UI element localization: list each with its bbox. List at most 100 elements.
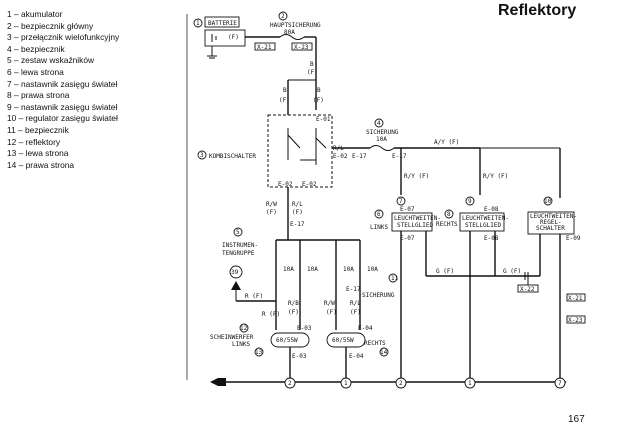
svg-text:(F): (F) [313,97,324,104]
svg-text:E-09: E-09 [566,235,581,242]
kombischalter-label: KOMBISCHALTER [209,153,256,160]
svg-text:E-08: E-08 [484,235,499,242]
svg-text:R/B: R/B [288,300,299,307]
rechts-label: RECHTS [436,221,458,228]
legend-item: 7 – nastawnik zasięgu świateł [7,78,118,89]
svg-text:E-17: E-17 [290,221,305,228]
svg-text:R/L: R/L [292,201,303,208]
callout-7: 7 [399,198,403,205]
callout-1: 1 [196,20,200,27]
battery-body [204,29,246,47]
svg-text:LEUCHTWEITEN-: LEUCHTWEITEN- [530,213,577,220]
ground-bus-group: 2 1 2 1 7 [186,14,566,389]
callout-12: 12 [240,325,248,332]
lower-fuses-group: 10A 10A 10A 10A E-17 11 SICHERUNG R/B R/… [210,239,399,382]
svg-text:(F): (F) [288,309,299,316]
svg-text:E-07: E-07 [400,206,415,213]
svg-text:LEUCHTWEITEN-: LEUCHTWEITEN- [462,215,509,222]
legend-item: 11 – bezpiecznik [7,124,69,135]
svg-text:LEUCHTWEITEN-: LEUCHTWEITEN- [394,215,441,222]
svg-text:(F): (F) [266,209,277,216]
main-fuse-group: 2 HAUPTSICHERUNG 80A X-21 X-23 B (F) B (… [254,11,324,115]
ground-node: 1 [344,380,348,387]
legend-item: 1 – akumulator [7,9,63,19]
svg-text:R/Y (F): R/Y (F) [404,173,429,180]
svg-text:E-02: E-02 [302,181,317,188]
svg-text:39: 39 [231,269,239,276]
svg-text:E-17: E-17 [392,153,407,160]
svg-text:E-02: E-02 [333,153,348,160]
legend-item: 14 – prawa strona [7,159,75,170]
hauptsicherung-label: HAUPTSICHERUNG [270,22,321,29]
batterie-label: BATTERIE [208,20,237,27]
fuse-4-group: 4 SICHERUNG 10A A/Y (F) E-17 R/Y (F) R/Y… [332,118,561,198]
svg-text:X-21: X-21 [257,44,272,51]
svg-text:E-17: E-17 [346,286,361,293]
callout-14: 14 [380,349,388,356]
callout-4: 4 [377,120,381,127]
svg-text:10A: 10A [367,266,378,273]
actuator-rechts-group: 9 LEUCHTWEITEN- STELLGLIED E-08 8 RECHTS… [436,196,509,382]
svg-text:STELLGLIED: STELLGLIED [465,222,502,229]
svg-text:B: B [310,61,314,68]
ground-node: 2 [399,380,403,387]
svg-text:10A: 10A [283,266,294,273]
svg-text:10A: 10A [307,266,318,273]
svg-text:G (F): G (F) [503,268,521,275]
legend-item: 13 – lewa strona [7,148,69,159]
svg-text:(F): (F) [350,309,361,316]
legend-list: 1 – akumulator 2 – bezpiecznik główny 3 … [7,9,119,171]
svg-text:E-07: E-07 [400,235,415,242]
page-title: Reflektory [498,2,577,19]
svg-text:B: B [283,87,287,94]
scheinwerfer-label: SCHEINWERFER [210,334,254,341]
callout-9: 9 [468,198,472,205]
svg-text:R (F): R (F) [262,311,280,318]
svg-text:(F): (F) [228,34,239,41]
kombischalter-group: E-01 E-02 E-02 3 KOMBISCHALTER R/W (F) R… [197,114,367,240]
callout-5: 5 [236,229,240,236]
callout-10: 10 [544,198,552,205]
svg-text:60/55W: 60/55W [332,337,354,344]
leveling-switch-group: 10 LEUCHTWEITEN- REGEL- SCHALTER E-09 G … [426,196,586,382]
svg-text:X-23: X-23 [568,317,583,324]
svg-text:(F): (F) [292,209,303,216]
svg-text:LINKS: LINKS [232,341,250,348]
ground-node: 7 [558,380,562,387]
callout-13: 13 [255,349,263,356]
svg-text:X-23: X-23 [294,44,309,51]
legend-item: 12 – reflektory [7,136,61,147]
callout-2: 2 [281,13,285,20]
svg-text:E-04: E-04 [349,353,364,360]
legend-item: 6 – lewa strona [7,66,64,77]
svg-text:E-17: E-17 [352,153,367,160]
svg-text:SCHALTER: SCHALTER [536,225,565,232]
svg-text:STELLGLIED: STELLGLIED [397,222,434,229]
legend-item: 3 – przełącznik wielofunkcyjny [7,32,120,43]
legend-item: 10 – regulator zasięgu świateł [7,113,118,124]
svg-text:E-08: E-08 [484,206,499,213]
ground-node: 2 [288,380,292,387]
legend-item: 8 – prawa strona [7,90,70,101]
svg-text:INSTRUMEN-: INSTRUMEN- [222,242,258,249]
ground-node: 1 [468,380,472,387]
legend-item: 5 – zestaw wskaźników [7,55,95,66]
legend-item: 2 – bezpiecznik główny [7,20,94,31]
svg-text:A/Y (F): A/Y (F) [434,139,459,146]
svg-text:(F): (F) [307,69,318,76]
battery-group: 1 BATTERIE (F) [193,16,280,59]
svg-text:E-03: E-03 [292,353,307,360]
svg-text:60/55W: 60/55W [276,337,298,344]
battery-label-box [204,16,240,28]
svg-text:REGEL-: REGEL- [540,219,562,226]
callout-8: 8 [447,211,451,218]
svg-text:(F): (F) [279,97,290,104]
svg-text:SICHERUNG: SICHERUNG [362,292,395,299]
legend-item: 4 – bezpiecznik [7,43,65,54]
svg-text:10A: 10A [376,136,387,143]
svg-text:R/W: R/W [266,201,277,208]
svg-text:R/L: R/L [350,300,361,307]
links-label: LINKS [370,224,388,231]
svg-text:RECHTS: RECHTS [364,340,386,347]
